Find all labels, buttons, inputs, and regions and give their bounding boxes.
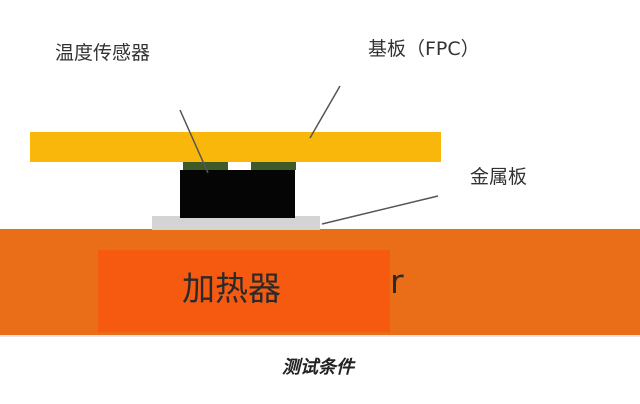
sensor-label: 温度传感器 — [55, 42, 151, 64]
metal-plate-label: 金属板 — [470, 166, 528, 188]
heater-label-suffix: r — [390, 262, 404, 301]
substrate-label: 基板（FPC） — [368, 38, 480, 60]
metal-plate-leader-line — [321, 195, 439, 225]
sensor-pad-right — [251, 161, 296, 170]
temperature-sensor — [180, 170, 295, 218]
heater-label: 加热器 — [182, 269, 281, 308]
metal-plate — [152, 216, 320, 230]
sensor-leader-line — [179, 109, 209, 174]
fpc-substrate — [30, 132, 441, 162]
sensor-pad-left — [183, 161, 228, 170]
heater-label-highlight — [98, 250, 390, 332]
figure-caption: 测试条件 — [282, 357, 354, 378]
substrate-leader-line — [309, 85, 341, 139]
